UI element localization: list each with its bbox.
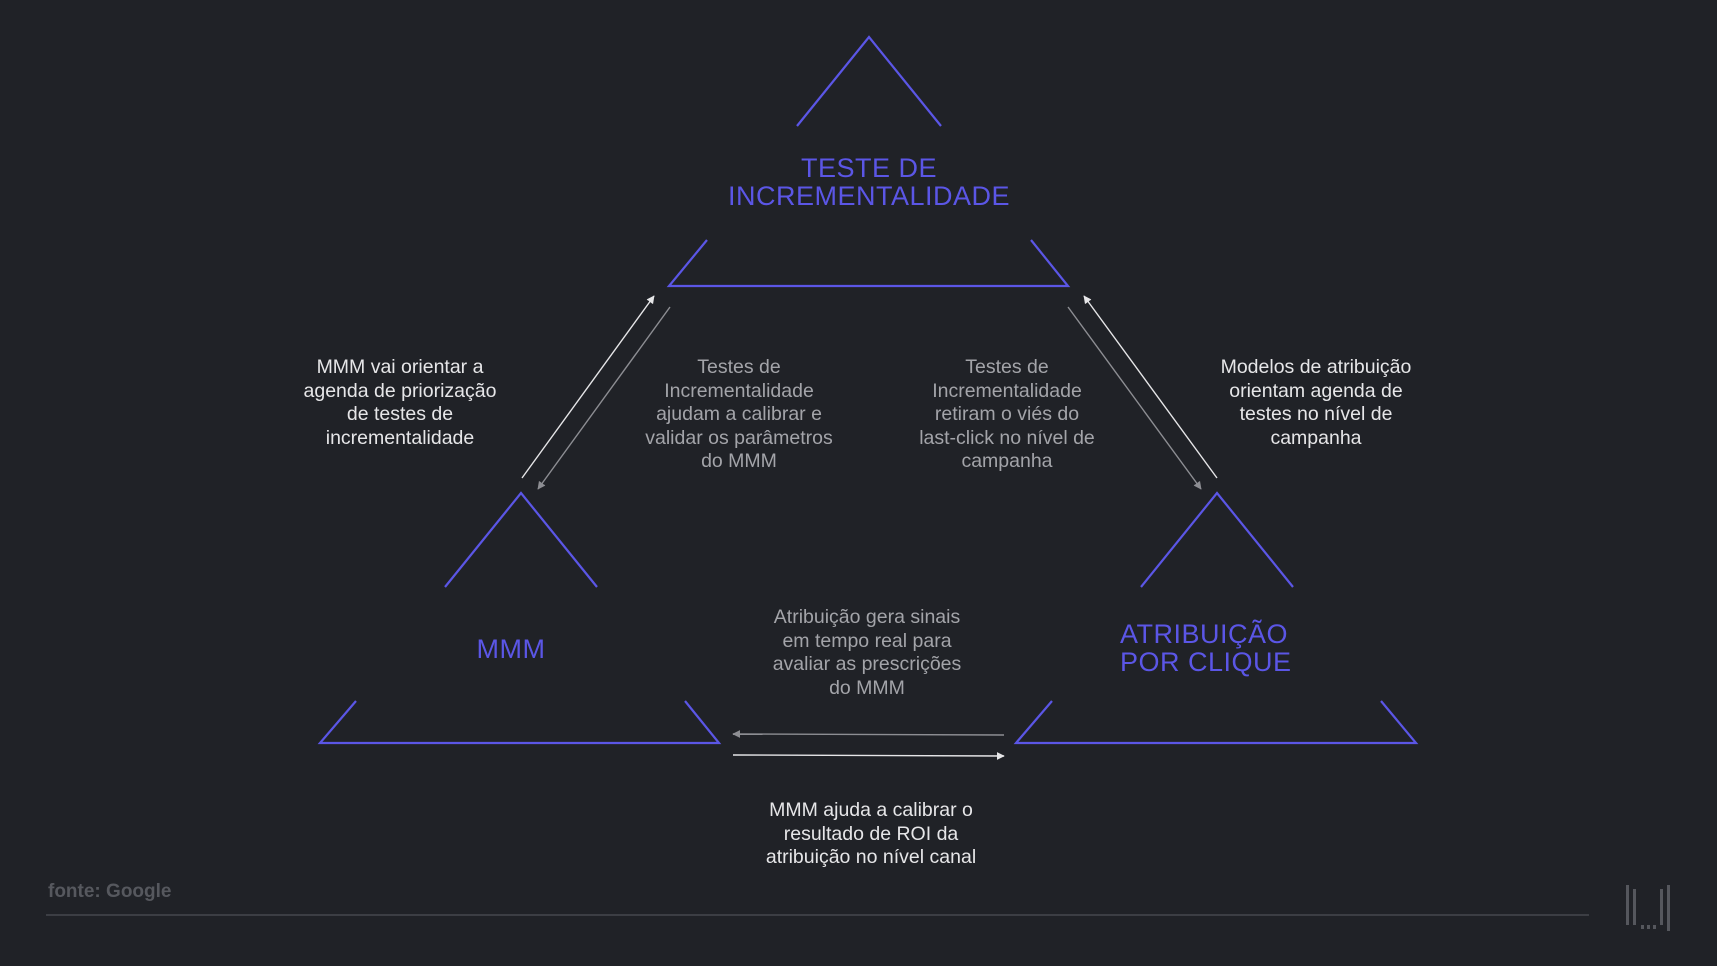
note-line: campanha bbox=[961, 450, 1053, 472]
note-line: incrementalidade bbox=[325, 426, 475, 449]
note-line: do MMM bbox=[701, 450, 777, 472]
node-frame-left bbox=[317, 491, 722, 745]
note-line: em tempo real para bbox=[782, 629, 952, 652]
note-line: do MMM bbox=[829, 676, 905, 699]
arrow-attr-to-test bbox=[1083, 295, 1218, 479]
note-line: Modelos de atribuição bbox=[1220, 356, 1412, 378]
note-line: testes no nível de bbox=[1239, 403, 1393, 425]
arrow-mmm-to-test bbox=[521, 295, 655, 479]
node-title-click-attribution-line1: ATRIBUIÇÃO bbox=[1120, 619, 1289, 649]
note-tests-calibrate-mmm: Testes de Incrementalidade ajudam a cali… bbox=[614, 356, 864, 474]
note-line: MMM ajuda a calibrar o bbox=[769, 799, 973, 821]
brand-logo-icon bbox=[1626, 885, 1670, 931]
node-title-click-attribution: ATRIBUIÇÃO POR CLIQUE bbox=[1120, 620, 1320, 676]
footer-divider bbox=[46, 914, 1589, 916]
node-frame-top bbox=[666, 35, 1071, 288]
node-title-incrementality-line2: INCREMENTALIDADE bbox=[727, 181, 1011, 211]
arrow-mmm-to-attr bbox=[732, 751, 1005, 760]
note-line: last-click no nível de bbox=[919, 426, 1095, 449]
note-attribution-signals: Atribuição gera sinais em tempo real par… bbox=[742, 606, 992, 700]
note-line: resultado de ROI da bbox=[783, 822, 959, 845]
note-line: de testes de bbox=[346, 403, 454, 425]
note-line: campanha bbox=[1270, 426, 1362, 449]
note-line: retiram o viés do bbox=[934, 403, 1080, 425]
node-title-incrementality-line1: TESTE DE bbox=[800, 153, 938, 183]
note-line: agenda de priorização bbox=[303, 379, 497, 402]
note-mmm-guides-tests: MMM vai orientar a agenda de priorização… bbox=[275, 356, 525, 450]
note-line: ajudam a calibrar e bbox=[656, 403, 822, 425]
note-line: Atribuição gera sinais bbox=[773, 606, 961, 628]
note-line: Incrementalidade bbox=[932, 379, 1082, 402]
node-title-mmm-line1: MMM bbox=[476, 634, 546, 664]
note-line: MMM vai orientar a bbox=[316, 356, 484, 378]
arrow-attr-to-mmm bbox=[732, 730, 1005, 739]
arrow-test-to-mmm bbox=[537, 306, 671, 490]
note-tests-remove-bias: Testes de Incrementalidade retiram o vié… bbox=[882, 356, 1132, 474]
note-attribution-guides-tests: Modelos de atribuição orientam agenda de… bbox=[1181, 356, 1451, 450]
node-title-click-attribution-line2: POR CLIQUE bbox=[1120, 647, 1292, 677]
node-title-mmm: MMM bbox=[431, 635, 591, 663]
arrow-test-to-attr bbox=[1067, 306, 1202, 490]
node-title-incrementality: TESTE DE INCREMENTALIDADE bbox=[707, 154, 1031, 210]
note-line: orientam agenda de bbox=[1229, 379, 1403, 402]
note-line: avaliar as prescrições bbox=[772, 653, 962, 675]
source-label: fonte: Google bbox=[48, 881, 172, 902]
note-line: Testes de bbox=[965, 356, 1049, 378]
note-line: atribuição no nível canal bbox=[765, 846, 977, 868]
node-frame-right bbox=[1013, 491, 1419, 745]
note-line: Incrementalidade bbox=[664, 379, 814, 402]
note-mmm-calibrates-roi: MMM ajuda a calibrar o resultado de ROI … bbox=[721, 799, 1021, 870]
note-line: validar os parâmetros bbox=[645, 426, 833, 449]
note-line: Testes de bbox=[697, 356, 781, 378]
